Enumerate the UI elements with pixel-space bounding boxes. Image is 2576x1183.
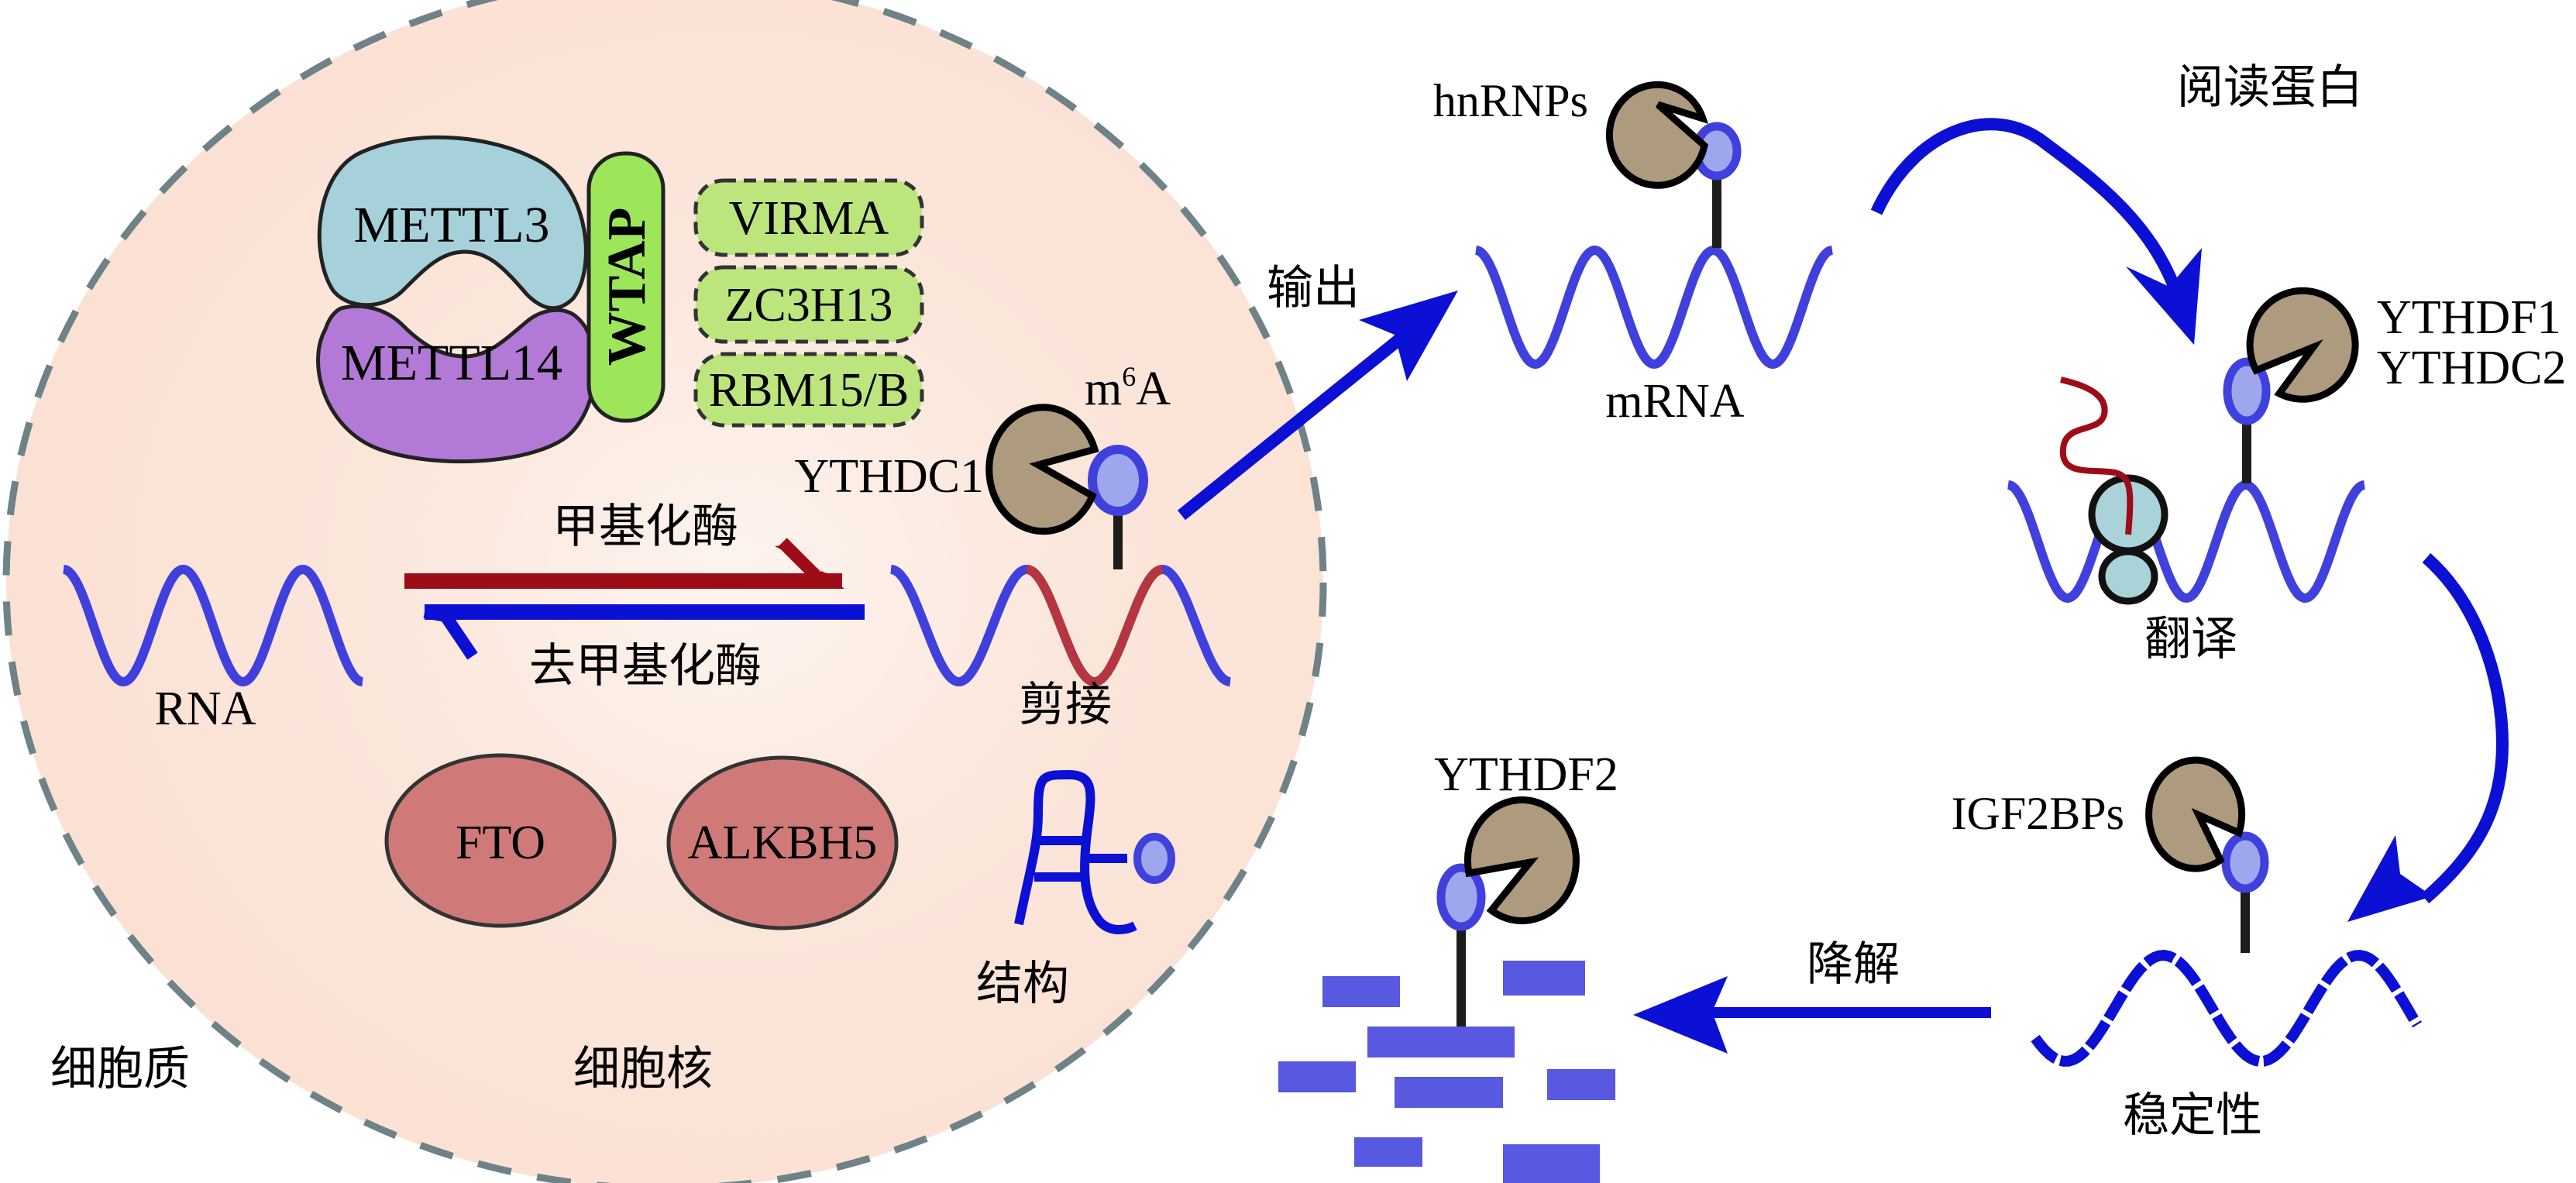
demethylase-label: 去甲基化酶 — [529, 639, 762, 693]
translation-label: 翻译 — [2144, 612, 2237, 666]
fragment — [1322, 976, 1400, 1007]
m6a-label: m6A — [1085, 361, 1171, 415]
alkbh5-protein — [666, 755, 899, 930]
fragment — [1354, 1137, 1422, 1167]
fragment — [1367, 1027, 1515, 1057]
wtap-protein — [586, 151, 665, 423]
hnrnps-label: hnRNPs — [1433, 75, 1588, 126]
stability-m6a-site-icon — [2221, 831, 2269, 893]
alkbh5-label: ALKBH5 — [688, 817, 878, 869]
methylase-label: 甲基化酶 — [552, 500, 738, 554]
fto-protein — [384, 753, 617, 928]
degradation-label: 降解 — [1807, 937, 1900, 992]
mettl3-protein — [317, 135, 588, 311]
ythdf1-protein-icon — [2246, 287, 2359, 403]
ythdc1-protein-icon — [985, 404, 1099, 535]
rna-fragments — [1278, 961, 1615, 1183]
fragment — [1547, 1069, 1615, 1100]
igf2bps-protein-icon — [2145, 756, 2246, 872]
rbm15b-label: RBM15/B — [709, 364, 909, 417]
zc3h13-box — [693, 265, 924, 344]
readers-title: 阅读蛋白 — [2177, 60, 2363, 115]
fragment — [1278, 1061, 1356, 1092]
to-translation-arrow-head — [2126, 248, 2202, 345]
export-label: 输出 — [1267, 261, 1360, 315]
ythdc2-label: YTHDC2 — [2377, 342, 2567, 394]
igf2bps-label: IGF2BPs — [1952, 788, 2124, 839]
rbm15-box — [693, 352, 924, 428]
export-arrow-head — [1359, 291, 1458, 381]
spliced-rna-wave-red — [1026, 565, 1163, 687]
ythdf2-protein-icon — [1463, 796, 1580, 924]
mettl3-label: METTL3 — [354, 197, 550, 253]
methylase-arrow-shaft — [404, 573, 842, 589]
rna-label: RNA — [155, 683, 256, 735]
translation-mrna-wave — [2007, 480, 2365, 604]
to-stability-arrow-curve — [2420, 553, 2509, 904]
hnrnps-protein-icon — [1605, 81, 1709, 189]
virma-box — [693, 178, 924, 257]
m6a-a: A — [1136, 363, 1171, 415]
writer-complex: METTL3 METTL14 WTAP VIRMA ZC3H13 RBM15/B — [316, 135, 924, 464]
stability-label: 稳定性 — [2123, 1088, 2262, 1143]
ythdf2-label: YTHDF2 — [1434, 748, 1618, 801]
ythdc1-label: YTHDC1 — [794, 450, 984, 503]
to-translation-arrow-curve — [1870, 118, 2191, 327]
rna-wave-line — [63, 564, 363, 687]
degradation-arrow-head — [1633, 976, 1728, 1054]
mrna-label: mRNA — [1605, 375, 1744, 428]
mrna-wave — [1475, 245, 1833, 370]
ythdf1-label: YTHDF1 — [2377, 291, 2561, 344]
rna-structure-icon — [1014, 769, 1175, 934]
structure-label: 结构 — [976, 957, 1069, 1011]
splicing-label: 剪接 — [1019, 678, 1112, 732]
fto-label: FTO — [456, 817, 545, 869]
degradation-m6a-site-icon — [1436, 863, 1486, 931]
demethylase-arrow-shaft — [425, 604, 865, 620]
fragment — [1503, 961, 1585, 996]
fragment — [1503, 1144, 1600, 1183]
demethylase-arrow-barb — [423, 606, 478, 660]
translation-m6a-site-icon — [2223, 357, 2271, 425]
degradation-arrow-shaft — [1666, 1007, 1991, 1018]
wtap-label: WTAP — [597, 208, 657, 366]
mettl14-label: METTL14 — [341, 335, 562, 391]
to-stability-arrow-head — [2347, 835, 2433, 922]
nucleus-label: 细胞核 — [573, 1042, 713, 1096]
export-arrow-shaft — [1177, 332, 1407, 521]
zc3h13-label: ZC3H13 — [725, 279, 893, 332]
m6a-site-icon — [1088, 445, 1148, 516]
nascent-peptide-icon — [2059, 377, 2134, 535]
methylase-arrow-barb — [778, 538, 842, 589]
ribosome-small-subunit — [2098, 548, 2158, 605]
stability-mrna-wave — [2031, 949, 2422, 1067]
cytoplasm-label: 细胞质 — [50, 1042, 190, 1096]
virma-label: VIRMA — [729, 192, 889, 245]
m6a-superscript: 6 — [1122, 361, 1136, 392]
fragment — [1395, 1077, 1503, 1108]
methylation-arrows: 甲基化酶 去甲基化酶 — [404, 500, 865, 693]
m6a-m: m — [1085, 363, 1122, 415]
